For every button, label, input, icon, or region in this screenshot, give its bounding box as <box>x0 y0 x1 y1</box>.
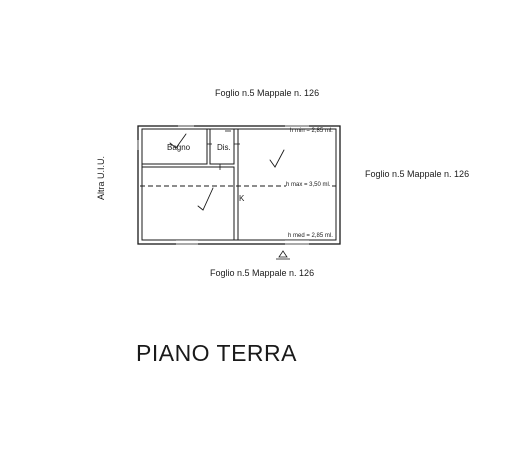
label-bottom-parcel: Foglio n.5 Mappale n. 126 <box>210 268 315 278</box>
height-med-label: h med = 2,85 ml. <box>288 233 333 239</box>
outer-wall-outline <box>137 125 341 245</box>
room-label-dis: Dis. <box>217 143 231 152</box>
room-label-k: K <box>239 194 245 203</box>
entrance-triangle-icon <box>278 250 288 258</box>
bagno-check-icon <box>169 133 187 149</box>
lower-left-room-outline <box>141 166 235 241</box>
height-max-label: h max = 3,50 ml. <box>286 182 331 188</box>
window-bottom-right <box>285 240 309 245</box>
lower-room-check-icon <box>197 187 214 211</box>
label-right-parcel: Foglio n.5 Mappale n. 126 <box>365 169 470 179</box>
label-left-unit: Altra U.I.U. <box>96 155 106 201</box>
floor-title: PIANO TERRA <box>136 340 297 366</box>
dis-room-outline <box>209 128 235 165</box>
main-room-check-icon <box>269 149 285 168</box>
room-label-bagno: Bagno <box>167 143 191 152</box>
label-top-parcel: Foglio n.5 Mappale n. 126 <box>215 88 320 98</box>
height-min-label: h min = 2,85 ml. <box>290 128 333 134</box>
window-bottom-left <box>176 240 198 245</box>
